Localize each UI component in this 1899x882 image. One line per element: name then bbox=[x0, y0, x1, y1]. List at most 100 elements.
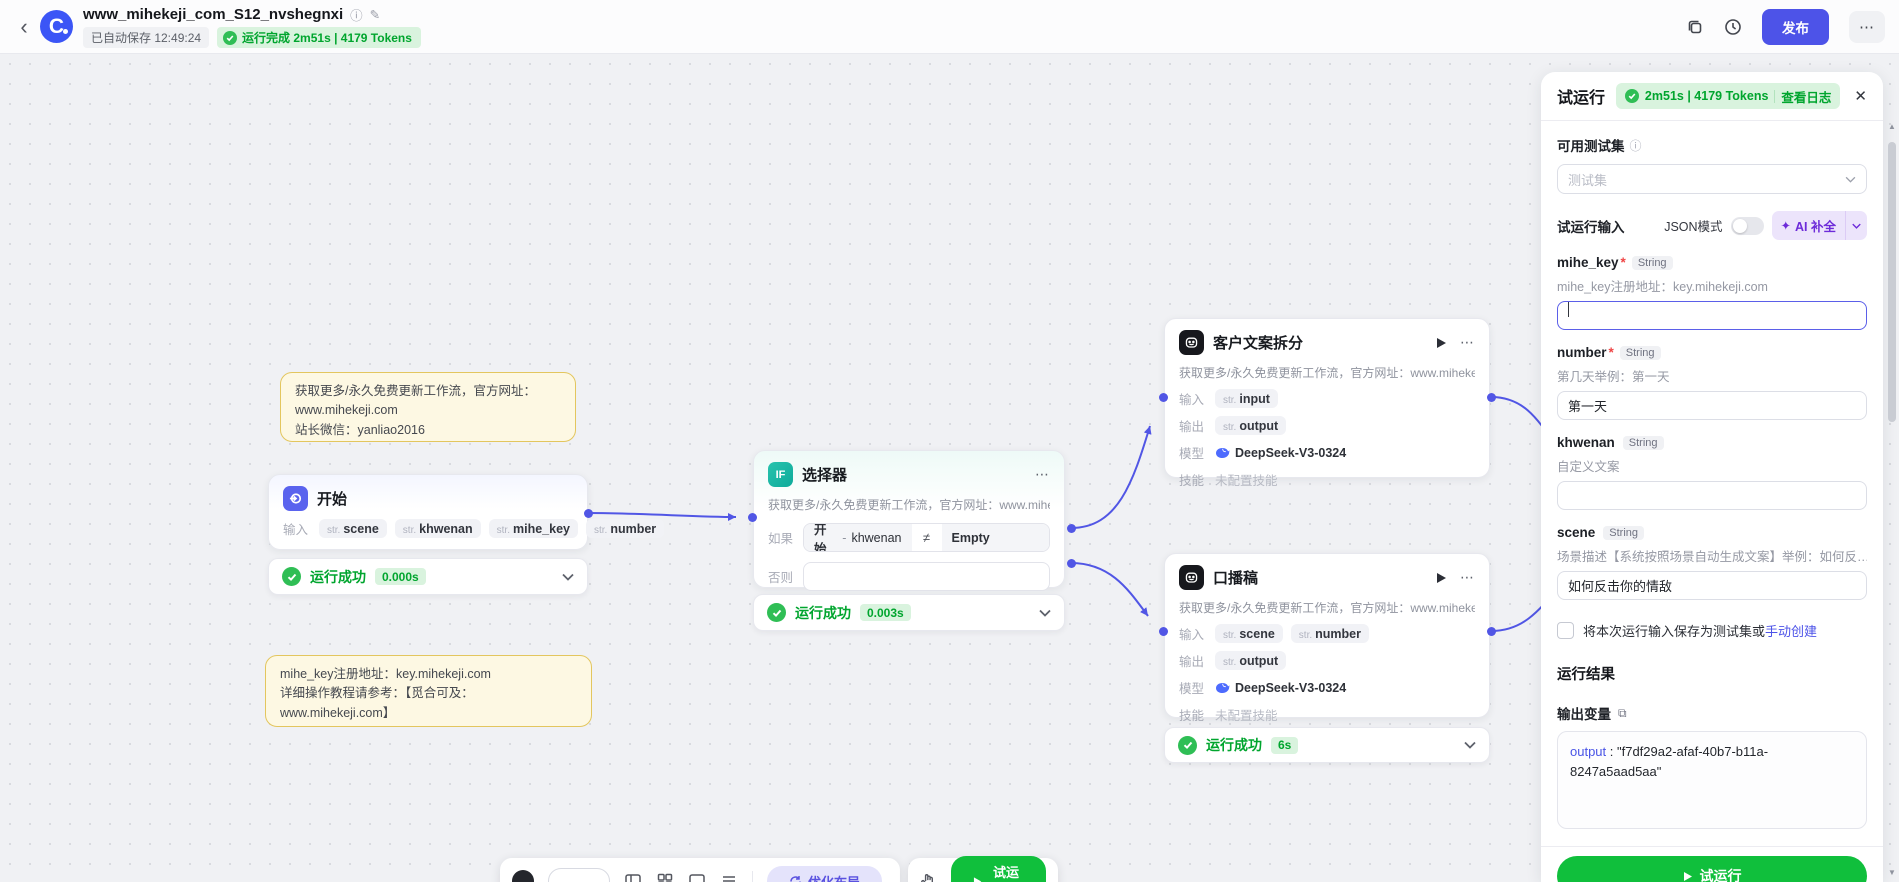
success-icon bbox=[767, 603, 786, 622]
port-llm2-output[interactable] bbox=[1487, 627, 1496, 636]
list-icon[interactable] bbox=[720, 872, 738, 882]
more-button[interactable]: ⋯ bbox=[1849, 10, 1885, 43]
grid-icon[interactable] bbox=[656, 872, 674, 882]
canvas-toolbar: 优化布局 bbox=[500, 858, 900, 882]
close-icon[interactable]: ✕ bbox=[1854, 88, 1867, 105]
type-badge: String bbox=[1622, 435, 1664, 450]
node-selector[interactable]: IF 选择器 ⋯ 获取更多/永久免费更新工作流，官方网址：www.mihekej… bbox=[753, 450, 1065, 591]
run-status-badge[interactable]: 运行完成 2m51s | 4179 Tokens bbox=[217, 27, 421, 48]
port-llm1-output[interactable] bbox=[1487, 393, 1496, 402]
panel-scrollbar[interactable]: ▲ ▼ bbox=[1886, 122, 1898, 882]
panel-header: 试运行 2m51s | 4179 Tokens 查看日志 ✕ bbox=[1541, 72, 1883, 121]
sticky-note-official-site[interactable]: 获取更多/永久免费更新工作流，官方网址： www.mihekeji.com 站长… bbox=[280, 372, 576, 442]
chevron-down-icon[interactable] bbox=[1464, 741, 1476, 749]
publish-button[interactable]: 发布 bbox=[1762, 8, 1829, 45]
save-testset-checkbox[interactable] bbox=[1557, 622, 1574, 639]
mihe-key-input[interactable] bbox=[1557, 301, 1867, 330]
node-llm-copy-split[interactable]: 客户文案拆分 ⋯ 获取更多/永久免费更新工作流，官方网址：www.mihekej… bbox=[1164, 318, 1490, 488]
node-description: 获取更多/永久免费更新工作流，官方网址：www.mihekeji.co… bbox=[768, 498, 1050, 512]
testset-select[interactable]: 测试集 bbox=[1557, 164, 1867, 194]
not-equal-operator[interactable]: ≠ bbox=[911, 524, 942, 551]
deepseek-icon bbox=[1216, 448, 1230, 458]
port-selector-if-output[interactable] bbox=[1067, 524, 1076, 533]
duration-badge: 0.000s bbox=[375, 568, 426, 585]
model-value: DeepSeek-V3-0324 bbox=[1215, 446, 1346, 460]
duration-badge: 0.003s bbox=[860, 604, 911, 621]
duration-badge: 6s bbox=[1271, 736, 1299, 754]
skill-value: 未配置技能 bbox=[1215, 709, 1278, 723]
llm-icon bbox=[1179, 330, 1204, 355]
node-description: 获取更多/永久免费更新工作流，官方网址：www.mihekeji.co… bbox=[1179, 366, 1475, 380]
panel-run-badge: 2m51s | 4179 Tokens 查看日志 bbox=[1615, 83, 1841, 109]
node-description: 获取更多/永久免费更新工作流，官方网址：www.mihekeji.co… bbox=[1179, 601, 1475, 615]
node-title: 客户文案拆分 bbox=[1213, 335, 1304, 352]
port-selector-input[interactable] bbox=[748, 513, 757, 522]
hand-icon[interactable] bbox=[920, 872, 937, 882]
ai-complete-dropdown[interactable] bbox=[1845, 211, 1867, 240]
rerun-button[interactable]: 试运行 bbox=[1557, 856, 1867, 882]
khwenan-input[interactable] bbox=[1557, 481, 1867, 510]
node-menu-icon[interactable]: ⋯ bbox=[1460, 569, 1475, 585]
info-icon[interactable]: ⓘ bbox=[350, 9, 363, 23]
history-icon[interactable] bbox=[1724, 18, 1742, 36]
back-icon[interactable]: ‹ bbox=[20, 13, 28, 39]
var-chip: str.scene bbox=[319, 519, 387, 538]
number-input[interactable] bbox=[1557, 391, 1867, 420]
else-branch-box bbox=[803, 562, 1050, 591]
coze-logo: C bbox=[40, 10, 73, 43]
scene-input[interactable] bbox=[1557, 571, 1867, 600]
scrollbar-thumb[interactable] bbox=[1888, 142, 1896, 422]
check-icon bbox=[1624, 89, 1639, 103]
zoom-level-input[interactable] bbox=[548, 868, 610, 882]
chevron-down-icon[interactable] bbox=[1039, 609, 1051, 617]
model-value: DeepSeek-V3-0324 bbox=[1215, 681, 1346, 695]
chevron-down-icon[interactable] bbox=[562, 573, 574, 581]
output-var-label: 输出变量 bbox=[1557, 707, 1611, 722]
condition-expression[interactable]: 开始-khwenan ≠ Empty bbox=[803, 523, 1050, 552]
workflow-title: www_mihekeji_com_S12_nvshegnxi bbox=[83, 6, 344, 23]
node-menu-icon[interactable]: ⋯ bbox=[1460, 334, 1475, 350]
llm-icon bbox=[1179, 565, 1204, 590]
start-status-bar[interactable]: 运行成功 0.000s bbox=[268, 558, 588, 595]
run-node-icon[interactable] bbox=[1436, 337, 1447, 349]
node-title: 选择器 bbox=[802, 467, 848, 484]
run-node-icon[interactable] bbox=[1436, 572, 1447, 584]
llm2-status-bar[interactable]: 运行成功 6s bbox=[1164, 727, 1490, 763]
field-mihe-key: mihe_key*String mihe_key注册地址：key.mihekej… bbox=[1557, 255, 1867, 330]
start-icon bbox=[283, 486, 308, 511]
panel-body: 可用测试集 ⓘ 测试集 试运行输入 JSON模式 ✦AI 补全 mihe_key… bbox=[1541, 121, 1883, 882]
comment-icon[interactable] bbox=[688, 872, 706, 882]
var-chip: str.number bbox=[585, 519, 665, 538]
selector-status-bar[interactable]: 运行成功 0.003s bbox=[753, 594, 1065, 631]
view-log-link[interactable]: 查看日志 bbox=[1781, 90, 1832, 105]
port-selector-else-output[interactable] bbox=[1067, 559, 1076, 568]
node-menu-icon[interactable]: ⋯ bbox=[1035, 466, 1050, 482]
node-llm-script[interactable]: 口播稿 ⋯ 获取更多/永久免费更新工作流，官方网址：www.mihekeji.c… bbox=[1164, 553, 1490, 723]
chevron-down-icon bbox=[1845, 176, 1856, 183]
output-variables-box[interactable]: output : "f7df29a2-afaf-40b7-b11a-8247a5… bbox=[1557, 731, 1867, 829]
port-llm1-input[interactable] bbox=[1159, 393, 1168, 402]
optimize-layout-button[interactable]: 优化布局 bbox=[767, 865, 883, 882]
var-chip: str.mihe_key bbox=[488, 519, 578, 538]
manual-create-link[interactable]: 手动创建 bbox=[1765, 624, 1818, 639]
duplicate-icon[interactable] bbox=[1686, 18, 1704, 36]
test-run-button[interactable]: 试运行 bbox=[950, 856, 1046, 882]
scroll-up-arrow[interactable]: ▲ bbox=[1888, 122, 1896, 131]
node-palette-icon[interactable] bbox=[512, 870, 534, 882]
sparkle-icon: ✦ bbox=[1780, 219, 1792, 233]
run-toolbar: 试运行 bbox=[908, 856, 1058, 882]
var-chip: str.scene bbox=[1215, 624, 1283, 643]
json-mode-toggle[interactable] bbox=[1730, 216, 1764, 235]
scroll-down-arrow[interactable]: ▼ bbox=[1888, 868, 1896, 877]
edit-title-icon[interactable]: ✎ bbox=[369, 8, 381, 22]
node-start[interactable]: 开始 输入 str.scene str.khwenan str.mihe_key… bbox=[268, 474, 665, 550]
sticky-note-mihe-key[interactable]: mihe_key注册地址：key.mihekeji.com 详细操作教程请参考：… bbox=[265, 655, 592, 727]
copy-icon[interactable]: ⧉ bbox=[1618, 705, 1627, 720]
var-chip: str.input bbox=[1215, 389, 1278, 408]
ai-complete-button[interactable]: ✦AI 补全 bbox=[1771, 211, 1867, 240]
port-llm2-input[interactable] bbox=[1159, 627, 1168, 636]
port-start-output[interactable] bbox=[584, 509, 593, 518]
json-mode-label: JSON模式 bbox=[1664, 220, 1723, 234]
minimap-icon[interactable] bbox=[624, 872, 642, 882]
